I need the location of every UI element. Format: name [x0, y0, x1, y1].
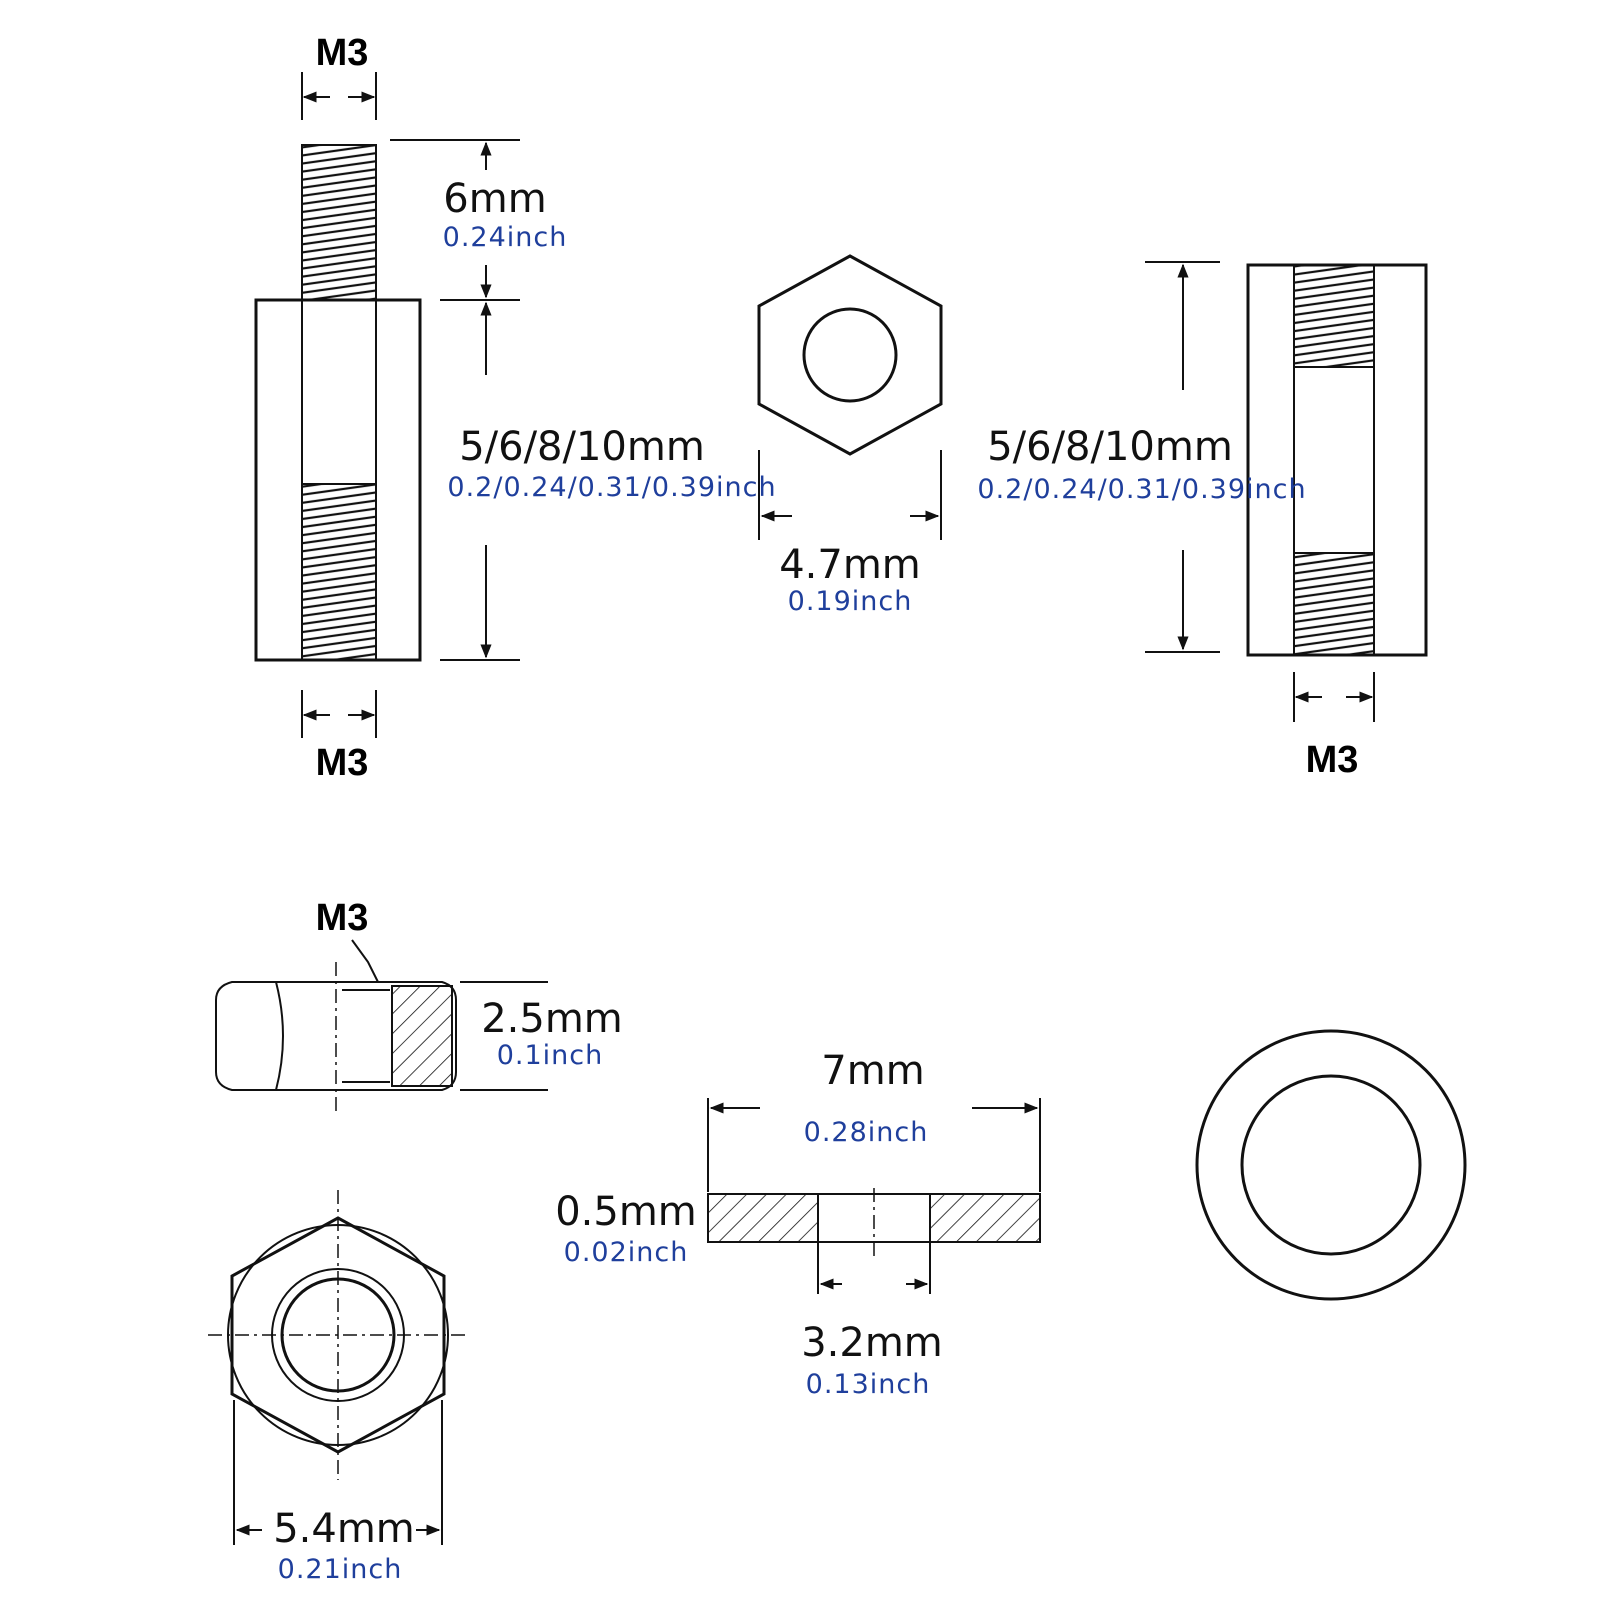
nut-width-inch: 0.21inch — [278, 1554, 403, 1585]
washer-thickness-inch: 0.02inch — [564, 1237, 689, 1268]
nut-height-mm: 2.5mm — [481, 996, 623, 1042]
m3-top-dimension — [301, 72, 377, 120]
m3-label-top: M3 — [316, 32, 369, 74]
hex-width-inch: 0.19inch — [788, 586, 913, 617]
nut-height-inch: 0.1inch — [497, 1040, 604, 1071]
washer-outer-mm: 7mm — [821, 1048, 924, 1094]
washer-outer-dimension — [707, 1098, 1041, 1192]
m3-leader-line — [351, 939, 379, 983]
m3-label-right: M3 — [1306, 739, 1359, 781]
body-length-dimension-right — [1145, 261, 1220, 653]
washer-outer-circle — [1195, 1029, 1467, 1301]
washer-thickness-mm: 0.5mm — [555, 1189, 697, 1235]
thread-length-inch: 0.24inch — [443, 222, 568, 253]
hex-nut-side-view: M3 2.5mm 0.1inch — [215, 897, 623, 1112]
washer-section-view: 7mm 0.28inch 0.5mm 0.02inch 3.2mm 0.13in… — [555, 1048, 1041, 1400]
nut-side-outline — [215, 981, 457, 1091]
nut-width-mm: 5.4mm — [273, 1506, 415, 1552]
nut-height-dimension — [460, 981, 548, 1091]
washer-inner-mm: 3.2mm — [801, 1320, 943, 1366]
nut-width-dimension — [233, 1400, 443, 1545]
m3-label-bottom: M3 — [316, 742, 369, 784]
body-length-right-mm: 5/6/8/10mm — [987, 424, 1233, 470]
internal-thread — [301, 483, 377, 661]
washer-inner-dimension — [817, 1242, 931, 1294]
male-female-standoff: M3 6mm 0.24inch 5/6/8/10mm 0.2/0 — [254, 32, 776, 784]
hex-hole — [802, 307, 898, 403]
threaded-stud — [301, 144, 377, 301]
body-length-left-inch: 0.2/0.24/0.31/0.39inch — [447, 472, 776, 503]
thread-length-dimension — [390, 139, 520, 301]
ff-bottom-thread — [1293, 552, 1375, 656]
washer-outer-inch: 0.28inch — [804, 1117, 929, 1148]
washer-inner-inch: 0.13inch — [806, 1369, 931, 1400]
m3-label-nut: M3 — [316, 897, 369, 939]
washer-left-section — [707, 1193, 819, 1243]
washer-top-view — [1195, 1029, 1467, 1301]
nut-hatch-section — [391, 985, 453, 1087]
female-female-standoff: 5/6/8/10mm 0.2/0.24/0.31/0.39inch M3 — [977, 261, 1428, 781]
hex-width-dimension — [758, 450, 942, 540]
m3-bottom-dimension — [301, 690, 377, 738]
body-length-right-inch: 0.2/0.24/0.31/0.39inch — [977, 474, 1306, 505]
hex-width-mm: 4.7mm — [779, 542, 921, 588]
body-length-left-mm: 5/6/8/10mm — [459, 424, 705, 470]
m3-right-dimension — [1293, 672, 1375, 722]
washer-right-section — [929, 1193, 1041, 1243]
hex-nut-top-view: 5.4mm 0.21inch — [208, 1190, 470, 1585]
hex-end-view: 4.7mm 0.19inch — [757, 254, 943, 617]
ff-top-thread — [1293, 264, 1375, 368]
body-length-dimension-left — [440, 301, 520, 661]
thread-length-mm: 6mm — [443, 176, 546, 222]
hex-outline — [757, 254, 943, 456]
washer-inner-circle — [1240, 1074, 1422, 1256]
